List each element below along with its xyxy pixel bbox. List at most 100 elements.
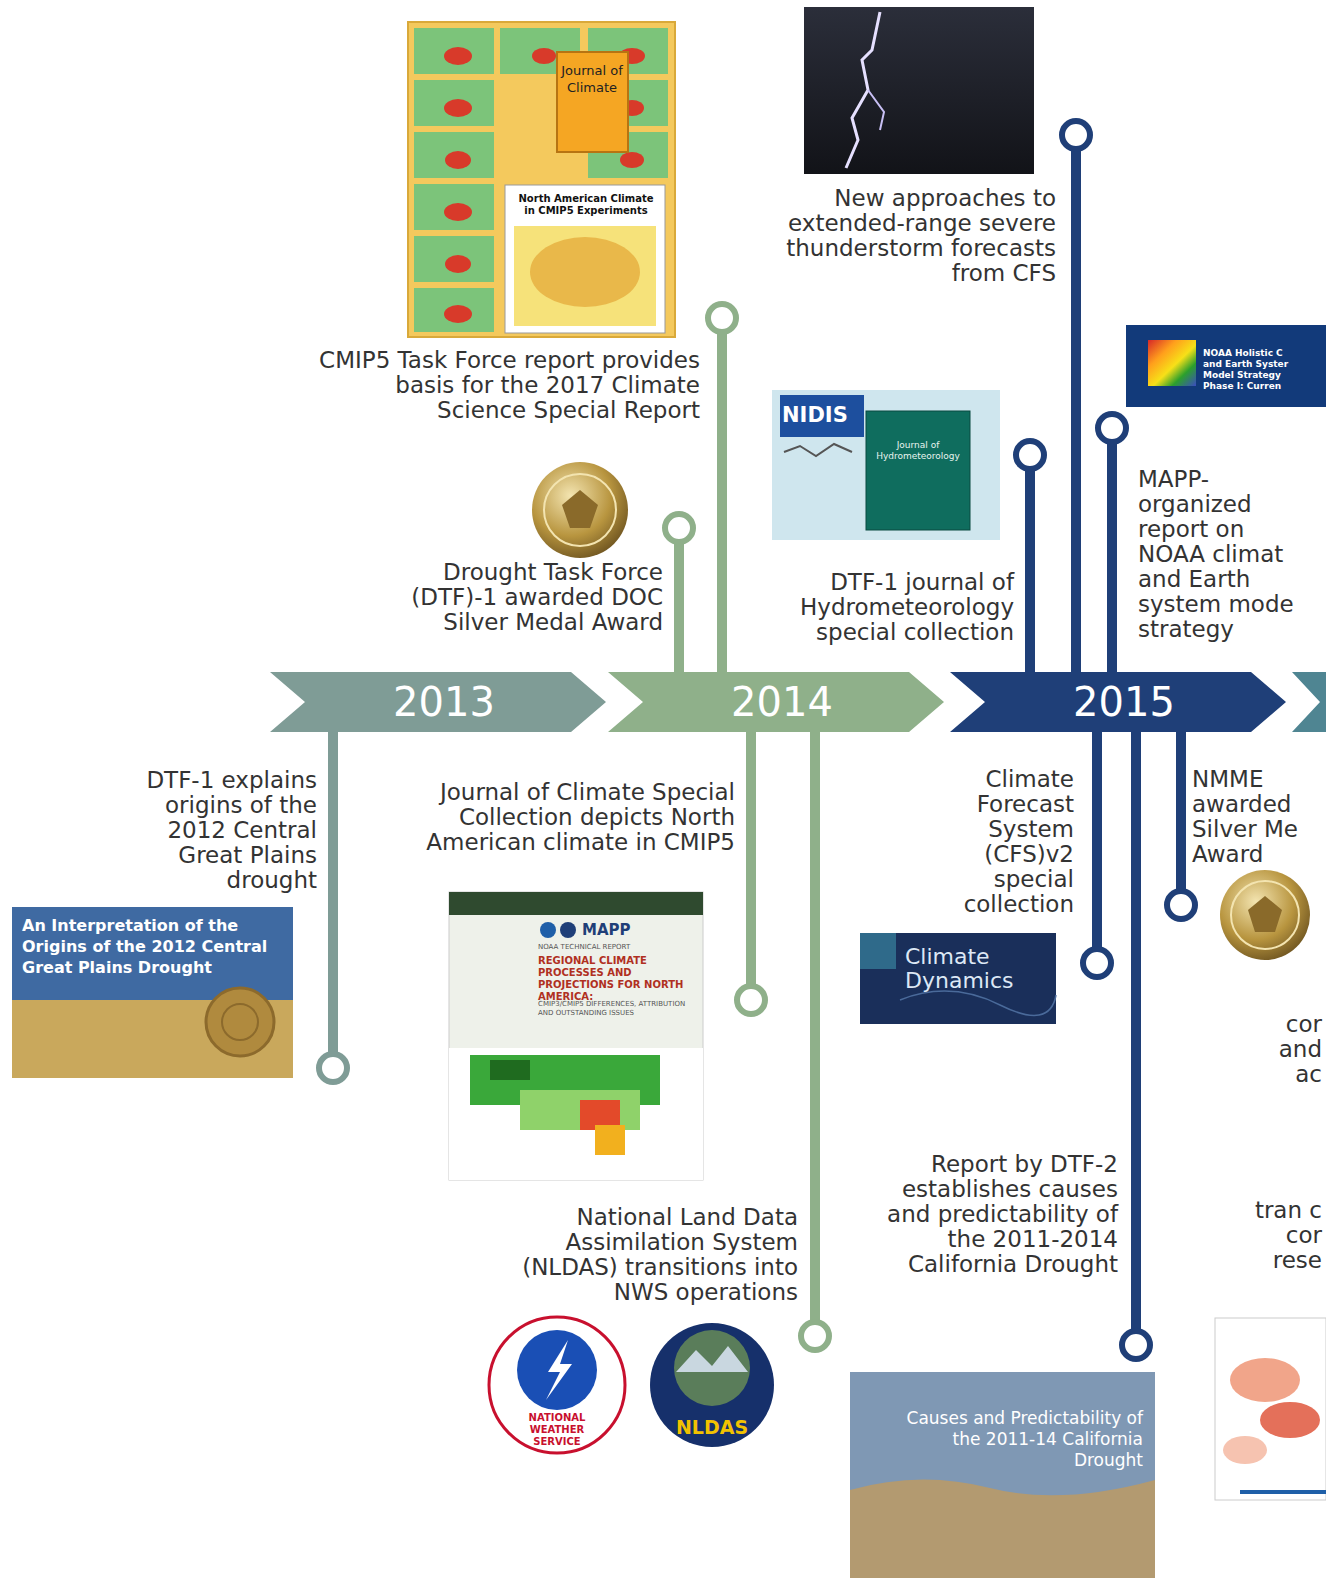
art-shape xyxy=(532,48,556,64)
stem xyxy=(810,732,820,1322)
timeline-text: An Interpretation of the Origins of the … xyxy=(22,915,287,978)
sst-map-image xyxy=(1215,1318,1326,1500)
art-shape xyxy=(1260,1402,1320,1438)
stem xyxy=(1025,469,1035,672)
inset-map-land xyxy=(530,237,640,307)
art-shape xyxy=(562,490,598,528)
art-shape xyxy=(1215,1318,1326,1500)
timeline-text: Journal of Climate xyxy=(559,62,625,96)
stem-dot xyxy=(319,1054,347,1082)
art-shape xyxy=(804,7,1034,174)
year-chevron: 2013 xyxy=(270,672,606,732)
stem xyxy=(1131,732,1141,1331)
stem-dot xyxy=(801,1322,829,1350)
art-shape xyxy=(445,255,471,273)
stem-dot xyxy=(1062,121,1090,149)
timeline-text: CMIP5 Task Force report provides basis f… xyxy=(310,348,700,423)
art-shape xyxy=(12,907,293,1002)
drought-photo xyxy=(12,907,293,1078)
timeline-text: Drought Task Force (DTF)-1 awarded DOC S… xyxy=(373,560,663,635)
stem-dot xyxy=(1122,1331,1150,1359)
timeline-text: Report by DTF-2 establishes causes and p… xyxy=(880,1152,1118,1277)
art-shape xyxy=(1240,1490,1326,1494)
art-shape xyxy=(846,12,880,168)
art-shape xyxy=(674,1330,750,1406)
art-shape xyxy=(222,1004,258,1040)
art-shape xyxy=(860,933,896,969)
stem xyxy=(1107,442,1117,672)
art-shape xyxy=(850,1479,1155,1578)
timeline-text: NOAA Holistic C and Earth Syster Model S… xyxy=(1203,348,1298,392)
art-shape xyxy=(784,444,852,456)
art-shape xyxy=(520,1090,640,1130)
art-shape xyxy=(676,1346,748,1372)
art-shape xyxy=(414,236,494,282)
nidis-journal-image xyxy=(772,390,1000,540)
timeline-text: MAPP- organized report on NOAA climat an… xyxy=(1138,467,1318,642)
art-shape xyxy=(1223,1436,1267,1464)
art-shape xyxy=(540,922,556,938)
art-shape xyxy=(517,1330,597,1410)
art-shape xyxy=(414,80,494,126)
art-shape xyxy=(532,462,628,558)
report-cover xyxy=(449,892,703,1180)
year-chevron: 2015 xyxy=(950,672,1286,732)
timeline-text: Causes and Predictability of the 2011-14… xyxy=(880,1408,1143,1471)
art-shape xyxy=(546,1340,572,1400)
art-shape xyxy=(595,1125,625,1155)
art-shape xyxy=(414,184,494,230)
timeline-text: NOAA TECHNICAL REPORT xyxy=(538,943,698,952)
timeline-text: National Land Data Assimilation System (… xyxy=(498,1205,798,1305)
art-shape xyxy=(445,151,471,169)
timeline-text: NIDIS xyxy=(782,402,864,428)
art-shape xyxy=(620,152,644,168)
art-shape xyxy=(490,1060,530,1080)
stem-dot xyxy=(737,986,765,1014)
art-shape xyxy=(1231,881,1299,949)
stem xyxy=(328,732,338,1054)
inset-panel xyxy=(505,185,665,333)
title-box xyxy=(557,52,628,152)
art-shape xyxy=(414,132,494,178)
stem-dot xyxy=(708,304,736,332)
stem xyxy=(717,332,727,672)
art-shape xyxy=(444,203,472,221)
stem-dot xyxy=(1098,414,1126,442)
timeline-text: NLDAS xyxy=(672,1416,752,1438)
lightning-photo xyxy=(804,7,1034,174)
timeline-text: NMME awarded Silver Me Award xyxy=(1192,767,1320,867)
timeline-text: NATIONAL WEATHER SERVICE xyxy=(512,1412,602,1448)
art-shape xyxy=(1148,340,1196,386)
cover-ground xyxy=(408,22,675,337)
timeline-text: REGIONAL CLIMATE PROCESSES AND PROJECTIO… xyxy=(538,955,698,1003)
timeline-text: North American Climate in CMIP5 Experime… xyxy=(514,193,658,217)
timeline-text: New approaches to extended-range severe … xyxy=(784,186,1056,286)
year-label: 2014 xyxy=(608,672,944,732)
stem-dot xyxy=(1167,891,1195,919)
timeline-text: cor and ac xyxy=(1258,1012,1322,1087)
map-tiles xyxy=(414,28,668,332)
year-chevron: 2014 xyxy=(608,672,944,732)
year-label: 2013 xyxy=(270,672,606,732)
timeline-text: DTF-1 journal of Hydrometeorology specia… xyxy=(744,570,1014,645)
art-shape xyxy=(868,90,884,130)
stem-dot xyxy=(665,514,693,542)
art-shape xyxy=(900,991,1056,1015)
stem-dot xyxy=(1083,949,1111,977)
nws-logo xyxy=(489,1317,625,1453)
art-shape xyxy=(449,892,703,915)
medal-icon xyxy=(1220,870,1310,960)
strategy-report-image xyxy=(1126,325,1326,407)
timeline-text: Climate Forecast System (CFS)v2 special … xyxy=(924,767,1074,917)
timeline-text: tran c cor rese xyxy=(1252,1198,1322,1273)
timeline-text: Climate Dynamics xyxy=(905,945,1055,993)
stem xyxy=(674,542,684,672)
timeline-text: Journal of Climate Special Collection de… xyxy=(405,780,735,855)
chevron-fill xyxy=(270,672,606,732)
art-shape xyxy=(489,1317,625,1453)
art-shape xyxy=(560,922,576,938)
stem-dot xyxy=(1016,441,1044,469)
art-shape xyxy=(1220,870,1310,960)
art-shape xyxy=(1126,325,1326,407)
art-shape xyxy=(1230,1358,1300,1402)
